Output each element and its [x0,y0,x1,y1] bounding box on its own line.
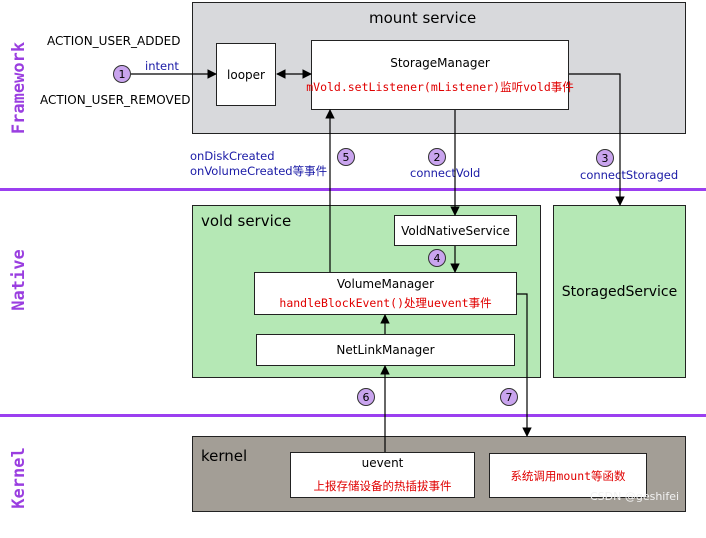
storage-manager-label: StorageManager [390,55,490,70]
action-user-removed-label: ACTION_USER_REMOVED [40,93,191,107]
uevent-desc: 上报存储设备的热插拔事件 [313,479,452,493]
callback-ondiskcreated-label: onDiskCreated [190,149,275,163]
kernel-title: kernel [201,447,248,465]
volume-manager-label: VolumeManager [336,276,435,291]
volume-manager-desc: handleBlockEvent()处理uevent事件 [279,295,492,310]
netlink-manager-label: NetLinkManager [336,343,435,357]
storaged-service-box: StoragedService [553,205,686,378]
vold-native-service-box: VoldNativeService [394,215,517,246]
storaged-service-label: StoragedService [561,283,678,300]
looper-box: looper [216,43,276,106]
framework-layer-label: Framework [9,41,29,135]
step-2-badge: 2 [428,148,446,166]
watermark: CSDN @geshifei [590,490,680,503]
vold-service-title: vold service [201,212,292,230]
connect-storaged-label: connectStoraged [580,168,679,182]
native-layer-label: Native [9,249,29,311]
step-7-badge: 7 [500,388,518,406]
kernel-layer-label: Kernel [9,447,29,509]
action-user-added-label: ACTION_USER_ADDED [47,34,181,48]
uevent-label: uevent [361,456,404,470]
step-3-badge: 3 [596,149,614,167]
syscall-label: 系统调用mount等函数 [510,468,626,483]
mount-service-title: mount service [369,9,477,27]
storage-manager-box: StorageManager mVold.setListener(mListen… [306,40,574,110]
uevent-box: uevent 上报存储设备的热插拔事件 [290,452,475,498]
step-1-badge: 1 [113,65,131,83]
looper-label: looper [227,67,265,82]
volume-manager-box: VolumeManager handleBlockEvent()处理uevent… [254,272,517,315]
native-kernel-separator [0,414,706,417]
storage-manager-desc: mVold.setListener(mListener)监听vold事件 [306,79,574,94]
step-6-badge: 6 [357,388,375,406]
connect-vold-label: connectVold [410,166,481,180]
step-4-badge: 4 [428,249,446,267]
callback-onvolumecreated-label: onVolumeCreated等事件 [190,164,328,178]
framework-native-separator [0,188,706,191]
intent-label: intent [145,59,179,73]
netlink-manager-box: NetLinkManager [256,334,515,366]
vold-native-service-label: VoldNativeService [401,223,510,238]
step-5-badge: 5 [337,148,355,166]
syscall-box: 系统调用mount等函数 [489,453,647,498]
